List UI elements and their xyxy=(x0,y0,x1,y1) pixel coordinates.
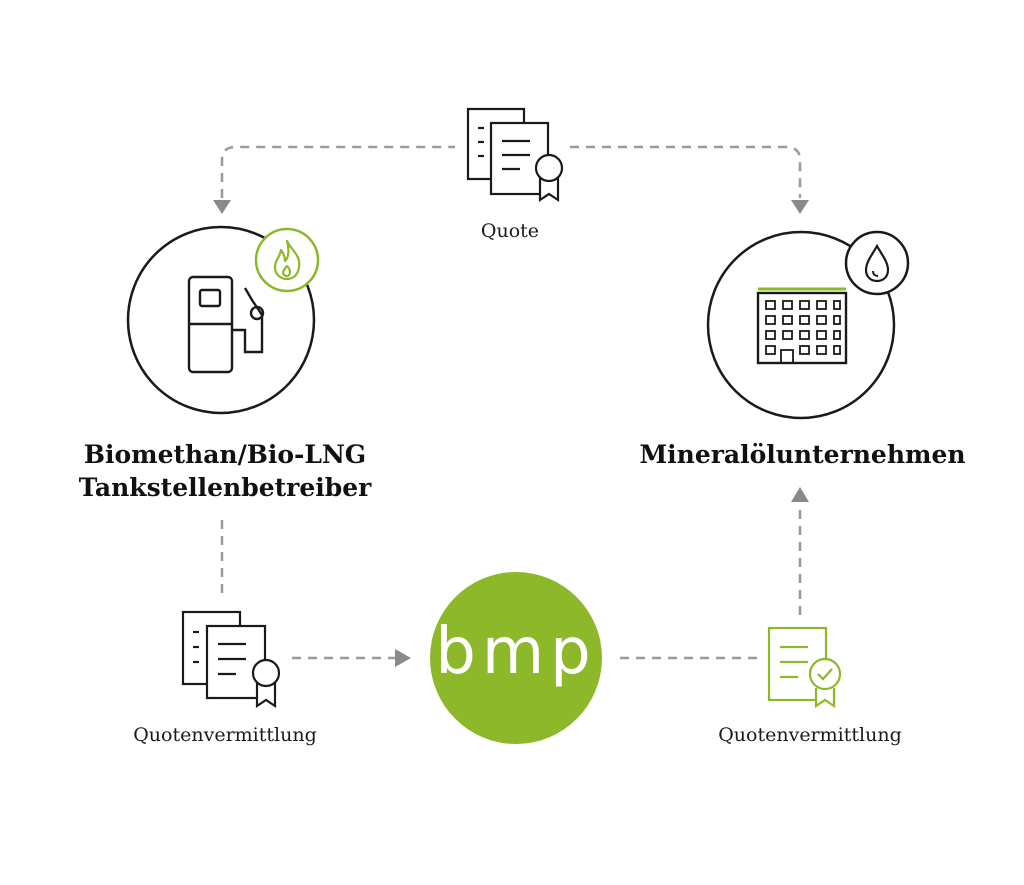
quotenvermittlung-right-label: Quotenvermittlung xyxy=(718,724,902,746)
quote-label: Quote xyxy=(480,220,540,242)
bmp-logo xyxy=(430,572,602,744)
arrow-up-right xyxy=(791,487,809,502)
arrow-right-to-logo xyxy=(395,649,411,667)
building-icon xyxy=(756,287,848,365)
tankstellenbetreiber-title-line1: Biomethan/Bio-LNG xyxy=(83,440,367,469)
oil-drop-badge xyxy=(844,230,910,296)
flame-icon xyxy=(273,239,301,281)
arrow-down-right xyxy=(791,200,809,214)
mineraloel-node xyxy=(706,230,896,420)
mineraloel-title: Mineralölunternehmen xyxy=(639,440,966,469)
fuel-pump-icon xyxy=(187,275,265,374)
tankstellenbetreiber-title: Biomethan/Bio-LNG Tankstellenbetreiber xyxy=(40,438,410,504)
certificate-documents-icon xyxy=(466,107,564,203)
oil-drop-icon xyxy=(864,243,890,283)
certificate-documents-icon xyxy=(181,610,281,709)
quotenvermittlung-left-label: Quotenvermittlung xyxy=(133,724,317,746)
bmp-logo-text: bmp xyxy=(435,615,597,689)
connector-top-loop xyxy=(220,145,802,198)
verified-certificate-icon xyxy=(767,626,842,709)
tankstellenbetreiber-title-line2: Tankstellenbetreiber xyxy=(78,473,372,502)
arrow-down-left xyxy=(213,200,231,214)
